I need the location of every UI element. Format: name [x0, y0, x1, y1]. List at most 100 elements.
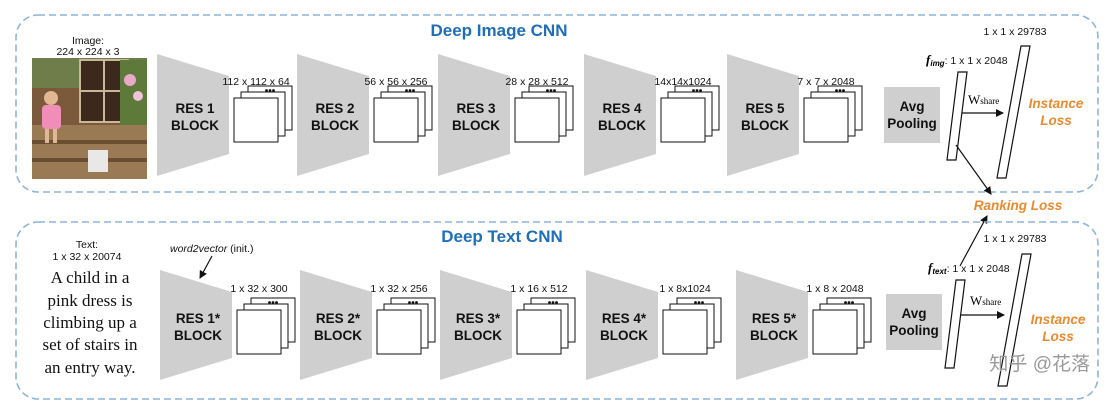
text-output-dims: 1 x 8x1024	[659, 283, 711, 295]
text-feature-map-stack: •••	[516, 297, 576, 355]
image-stage-1: RES 1 BLOCK •••112 x 112 x 64	[157, 54, 293, 176]
text-res-block-label: BLOCK	[314, 328, 362, 343]
image-feature-vector	[946, 71, 968, 161]
text-panel-title: Deep Text CNN	[441, 227, 563, 246]
text-res-block-label: BLOCK	[454, 328, 502, 343]
image-feature-map	[514, 97, 560, 143]
text-res-block-name: RES 3*	[456, 311, 501, 326]
image-output-dims: 7 x 7 x 2048	[797, 76, 854, 88]
sentence-line: set of stairs in	[43, 335, 138, 354]
sentence-line: pink dress is	[48, 291, 133, 310]
text-res-block-label: BLOCK	[174, 328, 222, 343]
text-res-block-name: RES 5*	[752, 311, 797, 326]
image-pool-line1: Avg	[899, 99, 924, 114]
text-stage-4: RES 4*BLOCK•••1 x 8x1024	[586, 270, 722, 380]
text-feature-map	[662, 309, 708, 355]
image-res-block-name: RES 1	[175, 101, 215, 116]
text-input-title: Text:	[76, 239, 98, 251]
image-map-dots: •••	[265, 86, 276, 97]
text-res-block-shape	[586, 270, 658, 380]
text-feature-map	[516, 309, 562, 355]
text-feature-map-stack: •••	[236, 297, 296, 355]
image-feature-map-stack: •••	[660, 85, 720, 143]
word2vector-arrow	[199, 255, 213, 279]
image-output-dims: 112 x 112 x 64	[222, 76, 289, 88]
input-sentence: A child in a pink dress is climbing up a…	[43, 268, 138, 377]
text-stage-3: RES 3*BLOCK•••1 x 16 x 512	[440, 270, 576, 380]
text-weight-label: Wshare	[970, 293, 1001, 308]
text-res-block-name: RES 1*	[176, 311, 221, 326]
text-instance-loss-line2: Loss	[1042, 329, 1074, 344]
word2vector-note: word2vector (init.)	[170, 243, 253, 255]
text-map-dots: •••	[548, 298, 559, 309]
image-map-dots: •••	[405, 86, 416, 97]
image-res-block-label: BLOCK	[171, 118, 219, 133]
image-map-dots: •••	[835, 86, 846, 97]
text-input-dims: 1 x 32 x 20074	[53, 251, 122, 263]
ranking-loss: Ranking Loss	[955, 144, 1063, 267]
text-pool-line2: Pooling	[889, 323, 939, 338]
input-photo	[32, 58, 147, 179]
image-feature-label: fimg: 1 x 1 x 2048	[926, 52, 1008, 68]
image-res-block-shape	[727, 54, 799, 176]
text-output-vector	[997, 253, 1032, 387]
text-res-block-shape	[736, 270, 808, 380]
image-output-dims: 14x14x1024	[654, 76, 711, 88]
image-res-block-label: BLOCK	[311, 118, 359, 133]
text-avg-pooling: Avg Pooling	[886, 294, 942, 350]
text-stage-2: RES 2* BLOCK ••• 1 x 32 x 256	[300, 270, 436, 380]
text-stage-1: RES 1* BLOCK ••• 1 x 32 x 300	[160, 270, 296, 380]
image-feature-map-stack: •••	[373, 85, 433, 143]
text-map-dots: •••	[408, 298, 419, 309]
text-instance-loss-line1: Instance	[1031, 312, 1086, 327]
text-output-dims: 1 x 8 x 2048	[806, 283, 863, 295]
text-feature-map-stack: •••	[812, 297, 872, 355]
text-res-block-shape	[160, 270, 232, 380]
image-pool-line2: Pooling	[887, 116, 937, 131]
image-res-block-shape	[584, 54, 656, 176]
image-res-block-shape	[438, 54, 510, 176]
text-res-block-name: RES 2*	[316, 311, 361, 326]
watermark: 知乎 @花落	[989, 353, 1090, 375]
text-res-block-shape	[440, 270, 512, 380]
text-out-dims: 1 x 1 x 29783	[983, 233, 1046, 245]
image-res-block-shape	[297, 54, 369, 176]
text-res-block-label: BLOCK	[750, 328, 798, 343]
image-output-vector	[996, 45, 1031, 179]
image-avg-pooling: Avg Pooling	[884, 87, 940, 143]
image-res-block-label: BLOCK	[598, 118, 646, 133]
sentence-line: A child in a	[51, 268, 130, 287]
image-weight-label: Wshare	[968, 92, 999, 107]
image-cnn-panel: Deep Image CNN Image: 224 x 224 x 3 RES …	[15, 14, 1099, 193]
image-panel-title: Deep Image CNN	[431, 21, 568, 40]
text-stage-5: RES 5* BLOCK ••• 1 x 8 x 2048	[736, 270, 872, 380]
image-output-dims: 56 x 56 x 256	[364, 76, 427, 88]
text-res-block-shape	[300, 270, 372, 380]
image-res-block-name: RES 5	[745, 101, 785, 116]
image-input-dims: 224 x 224 x 3	[56, 46, 119, 58]
image-feature-map-stack: •••	[803, 85, 863, 143]
ranking-loss-label: Ranking Loss	[974, 198, 1063, 213]
image-res-block-name: RES 2	[315, 101, 354, 116]
text-feature-label: ftext: 1 x 1 x 2048	[928, 260, 1010, 276]
sentence-line: an entry way.	[45, 358, 136, 377]
image-map-dots: •••	[692, 86, 703, 97]
text-res-block-name: RES 4*	[602, 311, 647, 326]
text-pool-line1: Avg	[901, 306, 926, 321]
image-output-dims: 28 x 28 x 512	[505, 76, 568, 88]
text-map-dots: •••	[268, 298, 279, 309]
text-feature-map	[376, 309, 422, 355]
text-feature-map	[812, 309, 858, 355]
text-feature-vector	[944, 279, 966, 369]
text-output-dims: 1 x 32 x 300	[230, 283, 287, 295]
image-out-dims: 1 x 1 x 29783	[983, 26, 1046, 38]
image-res-block-label: BLOCK	[452, 118, 500, 133]
text-output-dims: 1 x 32 x 256	[370, 283, 427, 295]
image-res-block-label: BLOCK	[741, 118, 789, 133]
image-feature-map-stack: •••	[514, 85, 574, 143]
ranking-arrow-text	[959, 215, 988, 267]
text-feature-map	[236, 309, 282, 355]
text-map-dots: •••	[844, 298, 855, 309]
